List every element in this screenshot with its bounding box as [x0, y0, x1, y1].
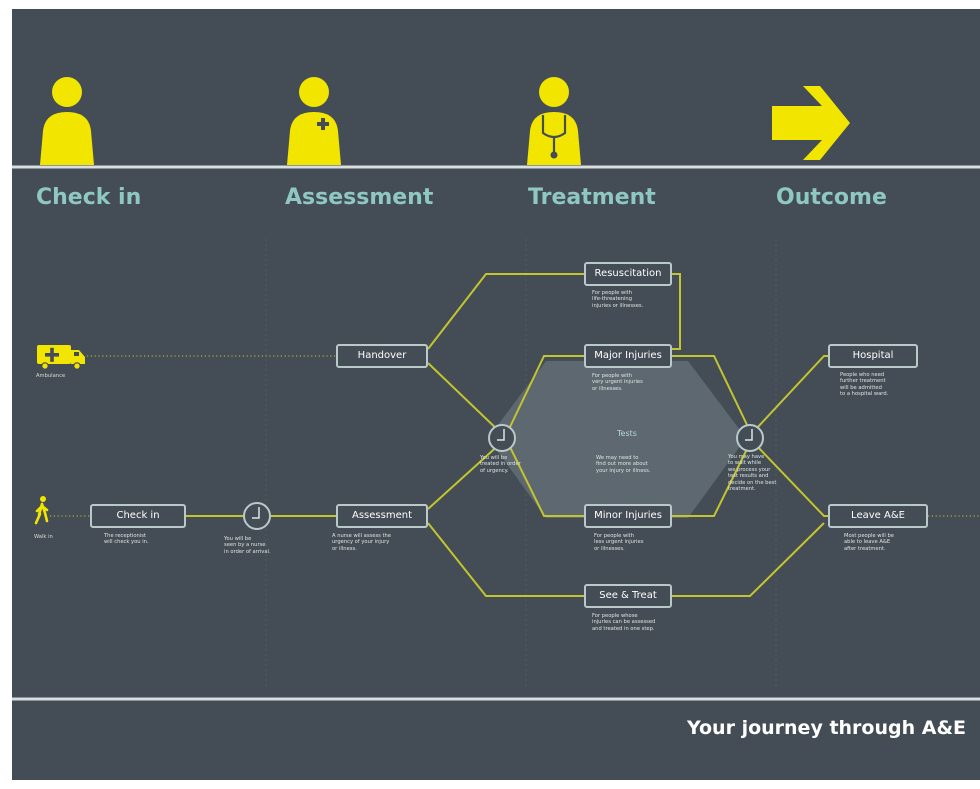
doctor-icon [527, 77, 581, 165]
arrival-dotted-lines [50, 355, 980, 517]
clock-icon [488, 424, 516, 452]
stage-heading-assessment: Assessment [285, 185, 434, 210]
minor-injuries-note: For people with less urgent injuries or … [594, 533, 644, 552]
nurse-icon [287, 77, 341, 165]
clock-note-arrival: You will be seen by a nurse in order of … [224, 536, 271, 555]
ambulance-icon [37, 345, 85, 370]
leave-a-and-e-note: Most people will be able to leave A&E af… [844, 533, 894, 552]
walking-person-icon [34, 496, 49, 525]
check-in-box: Check in [90, 504, 186, 528]
route-lines [186, 273, 828, 597]
arrow-right-icon [772, 86, 850, 160]
major-injuries-box: Major Injuries [584, 344, 672, 368]
resuscitation-box: Resuscitation [584, 262, 672, 286]
hospital-note: People who need further treatment will b… [840, 372, 889, 398]
resuscitation-note: For people with life-threatening injurie… [592, 290, 644, 309]
stage-heading-check-in: Check in [36, 185, 142, 210]
leave-a-and-e-box: Leave A&E [828, 504, 928, 528]
assessment-box: Assessment [336, 504, 428, 528]
stage-heading-outcome: Outcome [776, 185, 887, 210]
assessment-note: A nurse will assess the urgency of your … [332, 533, 392, 552]
tests-area [488, 361, 746, 518]
handover-box: Handover [336, 344, 428, 368]
stage-heading-treatment: Treatment [528, 185, 656, 210]
minor-injuries-box: Minor Injuries [584, 504, 672, 528]
tests-description: We may need to find out more about your … [596, 455, 651, 474]
journey-diagram [12, 77, 980, 701]
see-and-treat-box: See & Treat [584, 584, 672, 608]
person-icon [40, 77, 94, 165]
major-injuries-note: For people with very urgent injuries or … [592, 373, 643, 392]
check-in-note: The receptionist will check you in. [104, 533, 149, 546]
hospital-box: Hospital [828, 344, 918, 368]
poster-tagline: Your journey through A&E [686, 717, 966, 739]
see-and-treat-note: For people whose injuries can be assesse… [592, 613, 656, 632]
a-and-e-journey-poster: Check in Assessment Treatment Outcome Am… [12, 9, 980, 780]
clock-note-results: You may have to wait while we process yo… [728, 454, 777, 493]
clock-icon [243, 502, 271, 530]
clock-icon [736, 424, 764, 452]
clock-note-urgency: You will be treated in order of urgency. [480, 455, 521, 474]
ambulance-label: Ambulance [36, 373, 66, 379]
tests-title: Tests [617, 429, 637, 438]
walk-in-label: Walk in [34, 534, 53, 540]
